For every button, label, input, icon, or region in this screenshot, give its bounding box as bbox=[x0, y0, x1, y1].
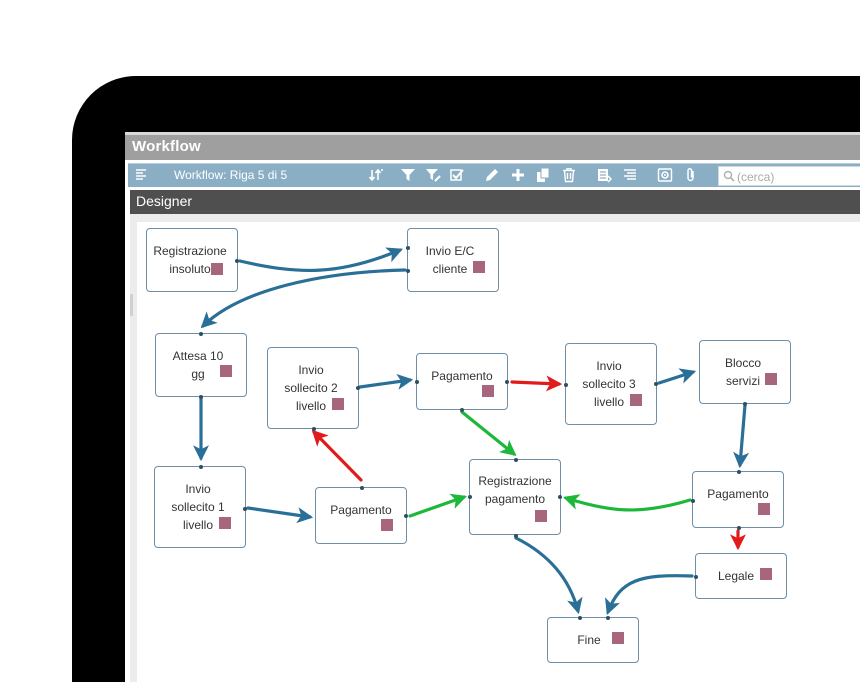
node-connector[interactable] bbox=[243, 507, 247, 511]
node-label: Registrazione insoluto bbox=[153, 244, 227, 276]
node-invio-sollecito-3[interactable]: Invio sollecito 3 livello bbox=[564, 343, 658, 425]
node-marker bbox=[332, 398, 344, 410]
list-icon[interactable] bbox=[134, 167, 150, 183]
pencil-icon[interactable] bbox=[484, 167, 500, 183]
node-label: Invio sollecito 2 livello bbox=[284, 363, 338, 413]
window-titlebar: Workflow bbox=[125, 132, 860, 160]
node-marker bbox=[211, 263, 223, 275]
align-icon[interactable] bbox=[622, 167, 638, 183]
node-connector[interactable] bbox=[468, 495, 472, 499]
node-legale[interactable]: Legale bbox=[694, 553, 787, 599]
canvas-scroll-handle[interactable] bbox=[130, 294, 133, 316]
node-connector[interactable] bbox=[199, 395, 203, 399]
node-blocco-servizi[interactable]: Blocco servizi bbox=[699, 340, 791, 406]
node-pagamento-2[interactable]: Pagamento bbox=[315, 486, 408, 544]
node-connector[interactable] bbox=[654, 382, 658, 386]
node-label: Pagamento bbox=[330, 503, 392, 517]
node-connector[interactable] bbox=[460, 408, 464, 412]
node-connector[interactable] bbox=[235, 259, 239, 263]
node-connector[interactable] bbox=[415, 380, 419, 384]
attachment-icon[interactable] bbox=[683, 167, 699, 183]
node-marker bbox=[630, 394, 642, 406]
node-label: Legale bbox=[717, 569, 755, 583]
node-connector[interactable] bbox=[356, 386, 360, 390]
node-connector[interactable] bbox=[737, 470, 741, 474]
node-connector[interactable] bbox=[406, 269, 410, 273]
search-input[interactable] bbox=[737, 169, 857, 184]
sort-icon[interactable] bbox=[368, 167, 384, 183]
node-connector[interactable] bbox=[606, 616, 610, 620]
node-label: Invio E/C cliente bbox=[425, 244, 475, 276]
node-label: Pagamento bbox=[707, 487, 769, 501]
node-invio-sollecito-1[interactable]: Invio sollecito 1 livello bbox=[154, 465, 247, 548]
node-pagamento-3[interactable]: Pagamento bbox=[691, 470, 784, 530]
node-pagamento-1[interactable]: Pagamento bbox=[415, 353, 509, 412]
node-marker bbox=[765, 373, 777, 385]
node-connector[interactable] bbox=[406, 246, 410, 250]
designer-header: Designer bbox=[130, 190, 860, 214]
node-label: Invio sollecito 3 livello bbox=[582, 359, 636, 409]
node-marker bbox=[482, 385, 494, 397]
workflow-area bbox=[137, 222, 860, 682]
node-connector[interactable] bbox=[737, 526, 741, 530]
node-marker bbox=[760, 568, 772, 580]
node-fine[interactable]: Fine bbox=[547, 616, 639, 663]
check-edit-icon[interactable] bbox=[449, 167, 465, 183]
node-label: Blocco servizi bbox=[724, 356, 762, 388]
node-invio-ec-cliente[interactable]: Invio E/C cliente bbox=[406, 228, 499, 292]
node-connector[interactable] bbox=[404, 514, 408, 518]
node-marker bbox=[381, 519, 393, 531]
filter-edit-icon[interactable] bbox=[425, 167, 441, 183]
node-marker bbox=[535, 510, 547, 522]
plus-icon[interactable] bbox=[510, 167, 526, 183]
node-marker bbox=[473, 261, 485, 273]
node-connector[interactable] bbox=[199, 332, 203, 336]
toolbar: Workflow: Riga 5 di 5 bbox=[128, 163, 860, 187]
node-registrazione-pagamento[interactable]: Registrazione pagamento bbox=[468, 458, 562, 538]
window-title: Workflow bbox=[132, 138, 201, 155]
node-registrazione-insoluto[interactable]: Registrazione insoluto bbox=[146, 228, 239, 292]
node-marker bbox=[612, 632, 624, 644]
settings-icon[interactable] bbox=[657, 167, 673, 183]
node-label: Invio sollecito 1 livello bbox=[171, 482, 225, 532]
report-icon[interactable] bbox=[596, 167, 612, 183]
node-connector[interactable] bbox=[578, 616, 582, 620]
node-label: Attesa 10 gg bbox=[172, 349, 224, 381]
node-marker bbox=[220, 365, 232, 377]
node-connector[interactable] bbox=[558, 495, 562, 499]
node-connector[interactable] bbox=[564, 383, 568, 387]
toolbar-title: Workflow: Riga 5 di 5 bbox=[174, 168, 288, 182]
copy-icon[interactable] bbox=[535, 167, 551, 183]
node-connector[interactable] bbox=[312, 427, 316, 431]
node-connector[interactable] bbox=[514, 458, 518, 462]
node-label: Fine bbox=[577, 633, 601, 647]
node-label: Registrazione pagamento bbox=[478, 473, 552, 506]
node-marker bbox=[219, 517, 231, 529]
search-box[interactable] bbox=[718, 166, 860, 186]
node-connector[interactable] bbox=[505, 380, 509, 384]
node-connector[interactable] bbox=[743, 402, 747, 406]
search-icon bbox=[723, 170, 735, 182]
node-invio-sollecito-2[interactable]: Invio sollecito 2 livello bbox=[267, 347, 360, 431]
filter-icon[interactable] bbox=[400, 167, 416, 183]
node-connector[interactable] bbox=[694, 575, 698, 579]
node-attesa-10gg[interactable]: Attesa 10 gg bbox=[155, 332, 247, 399]
trash-icon[interactable] bbox=[561, 167, 577, 183]
node-connector[interactable] bbox=[691, 499, 695, 503]
node-connector[interactable] bbox=[514, 534, 518, 538]
node-connector[interactable] bbox=[360, 486, 364, 490]
node-label: Pagamento bbox=[431, 369, 493, 383]
node-connector[interactable] bbox=[199, 465, 203, 469]
designer-title: Designer bbox=[136, 193, 193, 209]
node-marker bbox=[758, 503, 770, 515]
